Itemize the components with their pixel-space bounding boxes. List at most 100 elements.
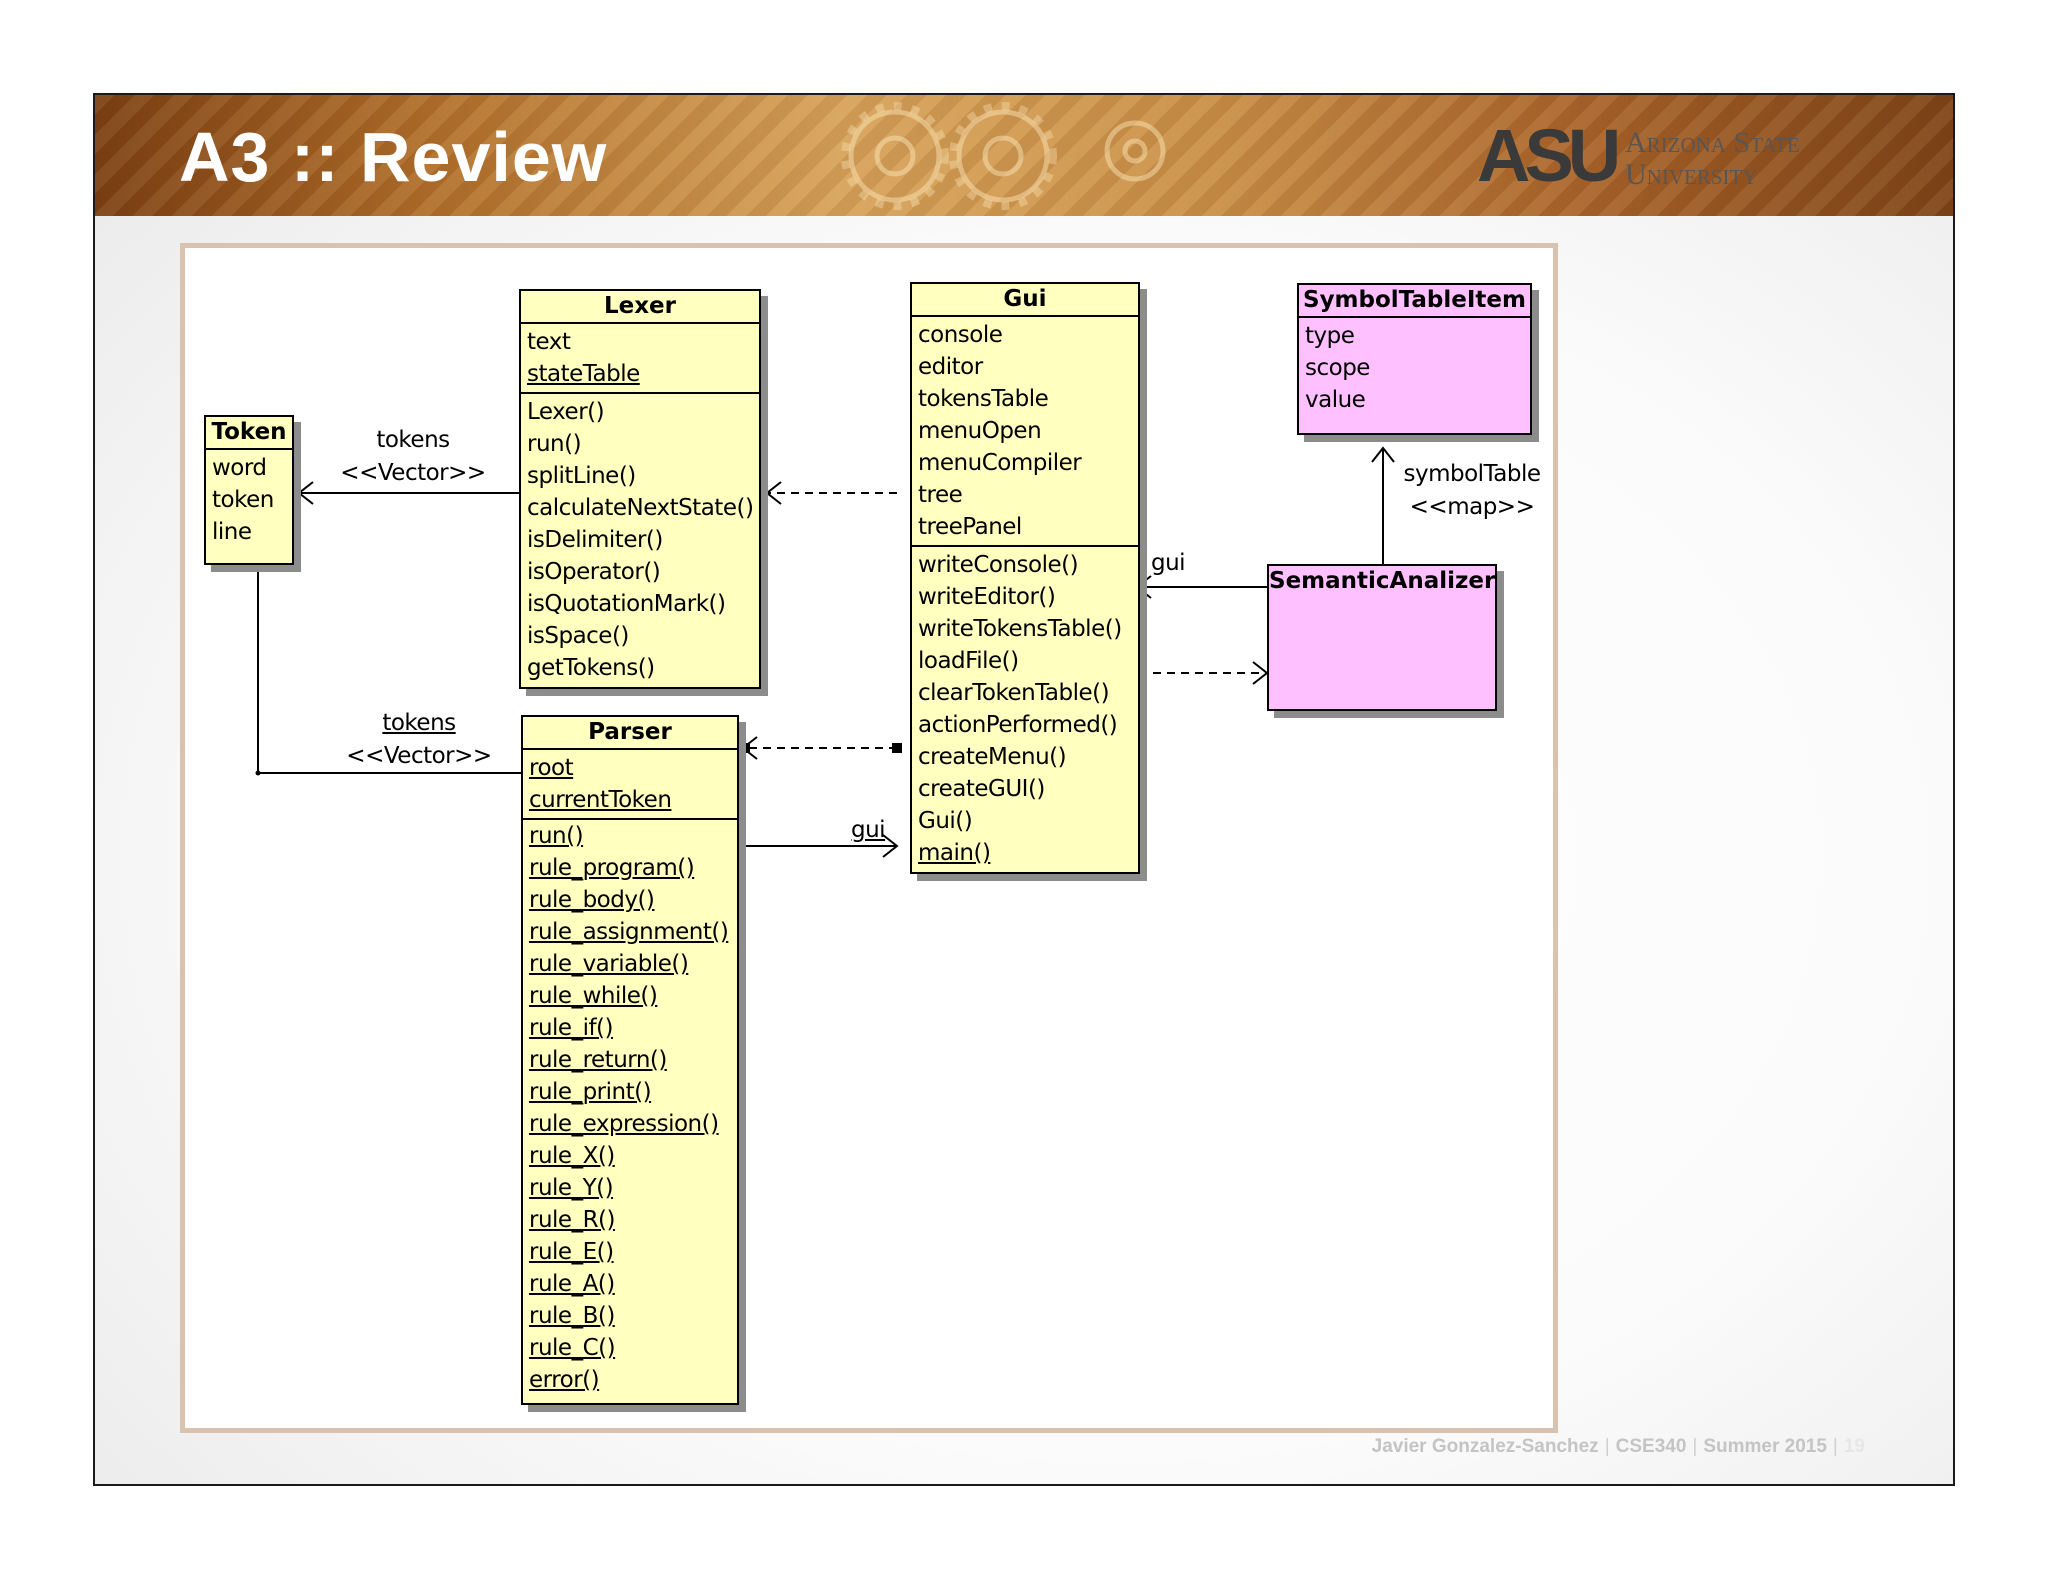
method: rule_body() bbox=[529, 887, 655, 913]
attribute: scope bbox=[1305, 355, 1370, 381]
footer-separator: | bbox=[1692, 1436, 1698, 1457]
method: loadFile() bbox=[918, 648, 1019, 674]
role-name: symbolTable bbox=[1403, 461, 1541, 487]
footer-author: Javier Gonzalez-Sanchez bbox=[1371, 1436, 1599, 1457]
asu-logo-line2: University bbox=[1625, 158, 1758, 191]
role-name: tokens bbox=[382, 710, 456, 736]
lexer-token-arrowhead bbox=[297, 481, 314, 505]
class-symboltableitem: SymbolTableItem type scope value bbox=[1297, 283, 1532, 435]
method: createGUI() bbox=[918, 776, 1045, 802]
methods: run() rule_program() rule_body() rule_assig… bbox=[523, 820, 737, 1398]
attribute: line bbox=[212, 519, 252, 545]
parser-gui-arrowhead bbox=[882, 834, 899, 858]
stereotype: <<Vector>> bbox=[346, 743, 492, 769]
class-semanticanalizer: SemanticAnalizer bbox=[1267, 564, 1497, 711]
method: rule_Y() bbox=[529, 1175, 614, 1201]
class-gui: Gui console editor tokensTable menuOpen menu… bbox=[910, 282, 1140, 874]
symboltable-label: symbolTable <<map>> bbox=[1397, 458, 1547, 524]
method: isQuotationMark() bbox=[527, 591, 726, 617]
method: rule_program() bbox=[529, 855, 695, 881]
method: rule_R() bbox=[529, 1207, 616, 1233]
method: error() bbox=[529, 1367, 600, 1393]
footer-page-number: 19 bbox=[1843, 1436, 1865, 1457]
title-banner: A3 :: Review ASU Arizona State Universit… bbox=[95, 95, 1953, 216]
footer-separator: | bbox=[1832, 1436, 1838, 1457]
class-lexer: Lexer text stateTable Lexer() run() splitL… bbox=[519, 289, 761, 689]
lexer-tokens-label: tokens <<Vector>> bbox=[333, 424, 493, 490]
method: Lexer() bbox=[527, 399, 605, 425]
class-name: Parser bbox=[523, 717, 737, 750]
attribute: currentToken bbox=[529, 787, 672, 813]
method: run() bbox=[527, 431, 582, 457]
parser-gui-label: gui bbox=[851, 817, 886, 843]
class-token: Token word token line bbox=[204, 415, 294, 565]
asu-logo-name: Arizona State University bbox=[1625, 127, 1885, 191]
method: actionPerformed() bbox=[918, 712, 1118, 738]
method: isOperator() bbox=[527, 559, 661, 585]
method: rule_C() bbox=[529, 1335, 616, 1361]
class-name: Lexer bbox=[521, 291, 759, 324]
attributes: word token line bbox=[206, 450, 292, 550]
asu-logo-mark: ASU bbox=[1477, 114, 1621, 197]
method: calculateNextState() bbox=[527, 495, 754, 521]
method: rule_print() bbox=[529, 1079, 652, 1105]
attribute: value bbox=[1305, 387, 1366, 413]
semantic-symboltable-arrowhead bbox=[1371, 446, 1395, 463]
attribute: treePanel bbox=[918, 514, 1022, 540]
attributes: type scope value bbox=[1299, 318, 1530, 418]
slide: A3 :: Review ASU Arizona State Universit… bbox=[93, 93, 1955, 1486]
method: splitLine() bbox=[527, 463, 636, 489]
method: rule_if() bbox=[529, 1015, 614, 1041]
method: rule_while() bbox=[529, 983, 658, 1009]
method: isDelimiter() bbox=[527, 527, 663, 553]
banner-texture bbox=[95, 95, 1953, 216]
class-name: SemanticAnalizer bbox=[1269, 568, 1496, 594]
class-name: SymbolTableItem bbox=[1299, 285, 1530, 318]
method: rule_A() bbox=[529, 1271, 615, 1297]
method: rule_expression() bbox=[529, 1111, 719, 1137]
method: rule_assignment() bbox=[529, 919, 729, 945]
method: writeConsole() bbox=[918, 552, 1079, 578]
attribute: type bbox=[1305, 323, 1355, 349]
slide-title: A3 :: Review bbox=[179, 118, 608, 196]
attribute: menuOpen bbox=[918, 418, 1042, 444]
role-name: tokens bbox=[376, 427, 450, 453]
slide-footer: Javier Gonzalez-Sanchez|CSE340|Summer 20… bbox=[1372, 1436, 1865, 1458]
attribute: console bbox=[918, 322, 1003, 348]
method: rule_B() bbox=[529, 1303, 615, 1329]
method: writeEditor() bbox=[918, 584, 1056, 610]
method: getTokens() bbox=[527, 655, 655, 681]
attribute: tokensTable bbox=[918, 386, 1049, 412]
method: isSpace() bbox=[527, 623, 629, 649]
attribute: editor bbox=[918, 354, 983, 380]
method: rule_X() bbox=[529, 1143, 615, 1169]
semantic-gui-label: gui bbox=[1151, 550, 1186, 576]
gears-icon bbox=[841, 102, 1166, 210]
attribute: root bbox=[529, 755, 574, 781]
attributes: text stateTable bbox=[521, 324, 759, 394]
attribute: word bbox=[212, 455, 267, 481]
gui-parser-endpoint bbox=[892, 743, 902, 753]
attributes: root currentToken bbox=[523, 750, 737, 820]
parser-tokens-label: tokens <<Vector>> bbox=[339, 707, 499, 773]
method: run() bbox=[529, 823, 584, 849]
asu-logo-line1: Arizona State bbox=[1625, 126, 1800, 159]
parser-token-endpoint bbox=[255, 770, 261, 776]
class-name: Gui bbox=[912, 284, 1138, 317]
attribute: stateTable bbox=[527, 361, 640, 387]
diagram-frame: Token word token line Lexer text stateTa… bbox=[180, 243, 1558, 1433]
footer-term: Summer 2015 bbox=[1703, 1436, 1827, 1457]
method: writeTokensTable() bbox=[918, 616, 1122, 642]
attribute: token bbox=[212, 487, 274, 513]
class-parser: Parser root currentToken run() rule_progr… bbox=[521, 715, 739, 1405]
method: clearTokenTable() bbox=[918, 680, 1110, 706]
attribute: text bbox=[527, 329, 571, 355]
footer-course: CSE340 bbox=[1615, 1436, 1687, 1457]
attribute: menuCompiler bbox=[918, 450, 1082, 476]
method: rule_return() bbox=[529, 1047, 667, 1073]
method: createMenu() bbox=[918, 744, 1067, 770]
methods: writeConsole() writeEditor() writeTokensTa… bbox=[912, 547, 1138, 871]
parser-gui-endpoint bbox=[740, 743, 750, 753]
methods: Lexer() run() splitLine() calculateNextStat… bbox=[521, 394, 759, 686]
attribute: tree bbox=[918, 482, 963, 508]
